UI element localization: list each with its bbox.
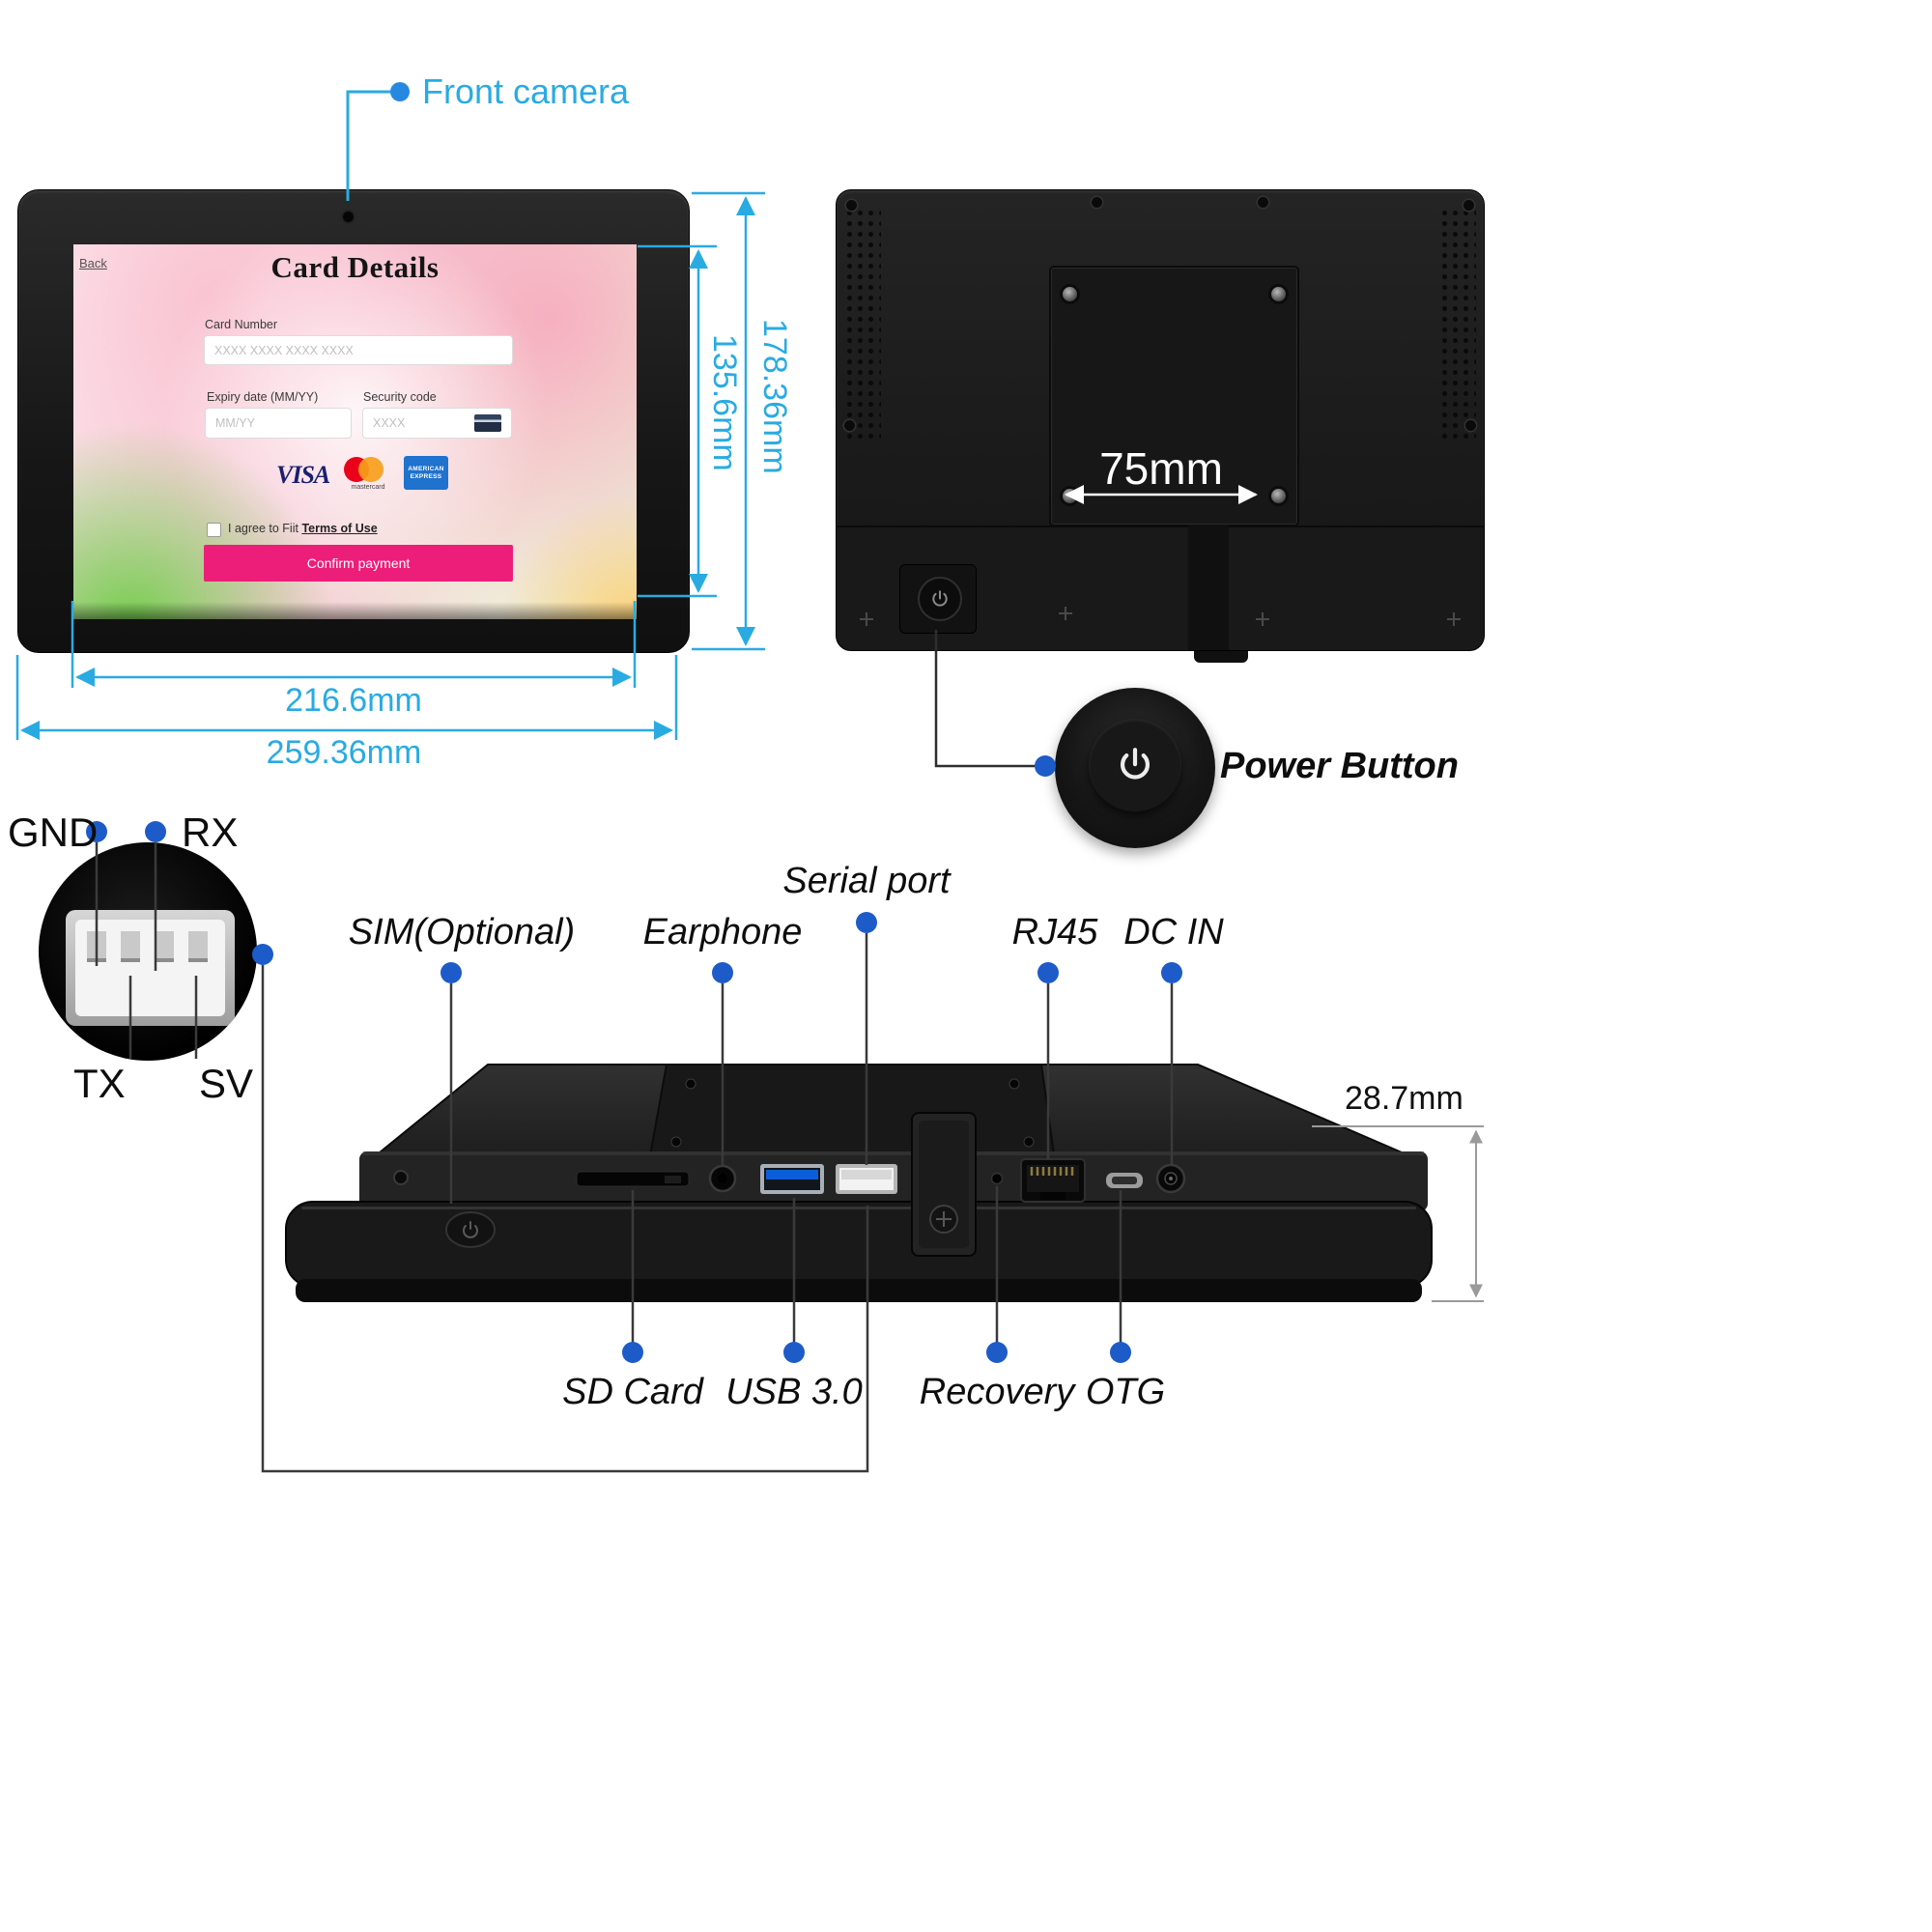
power-button-leader [934, 630, 1056, 777]
serial-port-label: Serial port [782, 861, 951, 901]
front-camera-dot [343, 212, 354, 222]
amex-logo: AMERICAN EXPRESS [404, 456, 448, 490]
tablet-bottom-view [285, 1064, 1433, 1302]
screw [846, 200, 857, 211]
power-button-large[interactable] [1089, 719, 1181, 811]
otg-port [1106, 1173, 1143, 1188]
sv-label: SV [199, 1061, 254, 1106]
vesa-screw [1271, 489, 1286, 503]
mastercard-label: mastercard [351, 484, 385, 491]
cross-screw [1254, 611, 1271, 628]
vesa-mount-plate [1049, 266, 1299, 526]
back-link[interactable]: Back [79, 256, 107, 270]
expiry-input[interactable]: MM/YY [205, 408, 352, 439]
dc-in-label: DC IN [1123, 912, 1224, 952]
screw [1465, 420, 1476, 431]
screw [1463, 200, 1474, 211]
stand-bracket-back [1188, 525, 1229, 650]
usb-pin-sv [188, 931, 208, 962]
device-height-dim: 178.36mm [756, 319, 793, 474]
agree-prefix: I agree to Fiit [228, 522, 302, 535]
screen-width-dim: 216.6mm [285, 682, 422, 719]
serial-usb-port [836, 1164, 897, 1194]
visa-logo: VISA [276, 461, 330, 489]
rj45-label: RJ45 [1011, 912, 1098, 952]
security-code-label: Security code [363, 390, 437, 404]
power-button-callout [1055, 688, 1215, 848]
back-seam-line [837, 526, 1484, 527]
recovery-hole [990, 1172, 1004, 1185]
tablet-back-view [836, 189, 1485, 651]
front-camera-label: Front camera [422, 71, 630, 111]
usb-pin-rx [155, 931, 174, 962]
rx-dot [145, 821, 166, 842]
bottom-screw [393, 1170, 409, 1185]
screw [844, 420, 855, 431]
thickness-label: 28.7mm [1345, 1080, 1463, 1117]
screw [1092, 197, 1102, 208]
vesa-screw [1271, 287, 1286, 301]
vent-holes-right [1439, 208, 1476, 443]
mastercard-orange-circle [358, 457, 384, 482]
usb-pin-tx [121, 931, 140, 962]
rj45-port [1020, 1158, 1086, 1203]
serial-pinout-detail [39, 842, 257, 1061]
vesa-width-label: 75mm [1099, 443, 1223, 494]
vesa-screw [1063, 489, 1077, 503]
payment-screen: Back Card Details Card Number XXXX XXXX … [73, 244, 637, 619]
sd-card-label: SD Card [562, 1372, 703, 1412]
dc-in-port [1155, 1163, 1186, 1194]
bottom-ports [393, 1112, 1186, 1257]
terms-link[interactable]: Terms of Use [301, 522, 378, 535]
screen-title: Card Details [270, 250, 440, 284]
card-number-input[interactable]: XXXX XXXX XXXX XXXX [204, 335, 513, 365]
stand-bracket-bottom [911, 1112, 977, 1257]
power-icon [932, 590, 948, 607]
tx-label: TX [73, 1061, 126, 1106]
power-button-recess [899, 564, 977, 634]
port-dots [440, 912, 1182, 1363]
confirm-payment-button[interactable]: Confirm payment [204, 545, 513, 582]
screen-bottom-shadow [73, 602, 637, 619]
gnd-label: GND [8, 810, 99, 855]
usb-pin-gnd [87, 931, 106, 962]
power-button-bottom [445, 1211, 496, 1248]
agree-text: I agree to Fiit Terms of Use [228, 522, 378, 535]
agree-checkbox[interactable] [207, 523, 221, 537]
security-code-input[interactable]: XXXX [362, 408, 512, 439]
card-number-label: Card Number [205, 318, 278, 331]
port-leaders [449, 933, 1174, 1343]
power-button-label: Power Button [1220, 746, 1459, 786]
cross-screw [1445, 611, 1463, 628]
device-width-dim: 259.36mm [266, 734, 422, 771]
expiry-label: Expiry date (MM/YY) [207, 390, 319, 404]
otg-label: OTG [1085, 1372, 1166, 1412]
front-camera-leader [346, 82, 410, 201]
security-placeholder: XXXX [373, 416, 406, 430]
screen-height-dim: 135.6mm [706, 334, 743, 471]
earphone-jack [708, 1164, 737, 1193]
vent-holes-left [844, 208, 881, 443]
power-button-back[interactable] [918, 577, 962, 621]
rx-label: RX [182, 810, 239, 855]
screw [1258, 197, 1268, 208]
cross-screw [1057, 605, 1074, 622]
sd-card-slot [576, 1171, 690, 1187]
recovery-label: Recovery [919, 1372, 1075, 1412]
card-number-placeholder: XXXX XXXX XXXX XXXX [214, 343, 354, 357]
earphone-label: Earphone [642, 912, 803, 952]
usb3-port [760, 1164, 824, 1194]
credit-card-icon [474, 414, 501, 432]
expiry-placeholder: MM/YY [215, 416, 255, 430]
tablet-front-view: Back Card Details Card Number XXXX XXXX … [17, 189, 690, 653]
sim-label: SIM(Optional) [348, 912, 576, 952]
vesa-screw [1063, 287, 1077, 301]
cross-screw [858, 611, 875, 628]
power-icon [1120, 748, 1151, 780]
usb3-label: USB 3.0 [725, 1372, 863, 1412]
thickness-dimension [1312, 1125, 1484, 1302]
